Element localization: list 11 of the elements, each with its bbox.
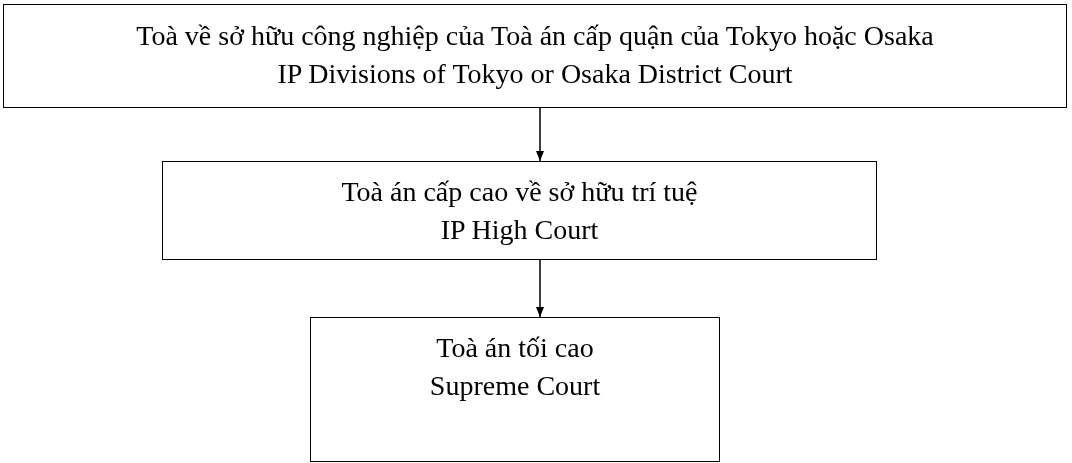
arrow [535, 259, 545, 318]
process-box [310, 317, 720, 462]
box-text: Supreme Court [429, 369, 601, 403]
box-text: IP High Court [440, 213, 599, 247]
arrow [535, 107, 545, 162]
box-text: IP Divisions of Tokyo or Osaka District Court [277, 57, 793, 91]
process-box [162, 161, 877, 260]
process-box [3, 4, 1067, 108]
box-text: Toà án cấp cao về sở hữu trí tuệ [341, 175, 698, 209]
box-text: Toà án tối cao [436, 331, 594, 365]
box-text: Toà về sở hữu công nghiệp của Toà án cấp quận của Tokyo hoặc Osaka [136, 19, 934, 53]
